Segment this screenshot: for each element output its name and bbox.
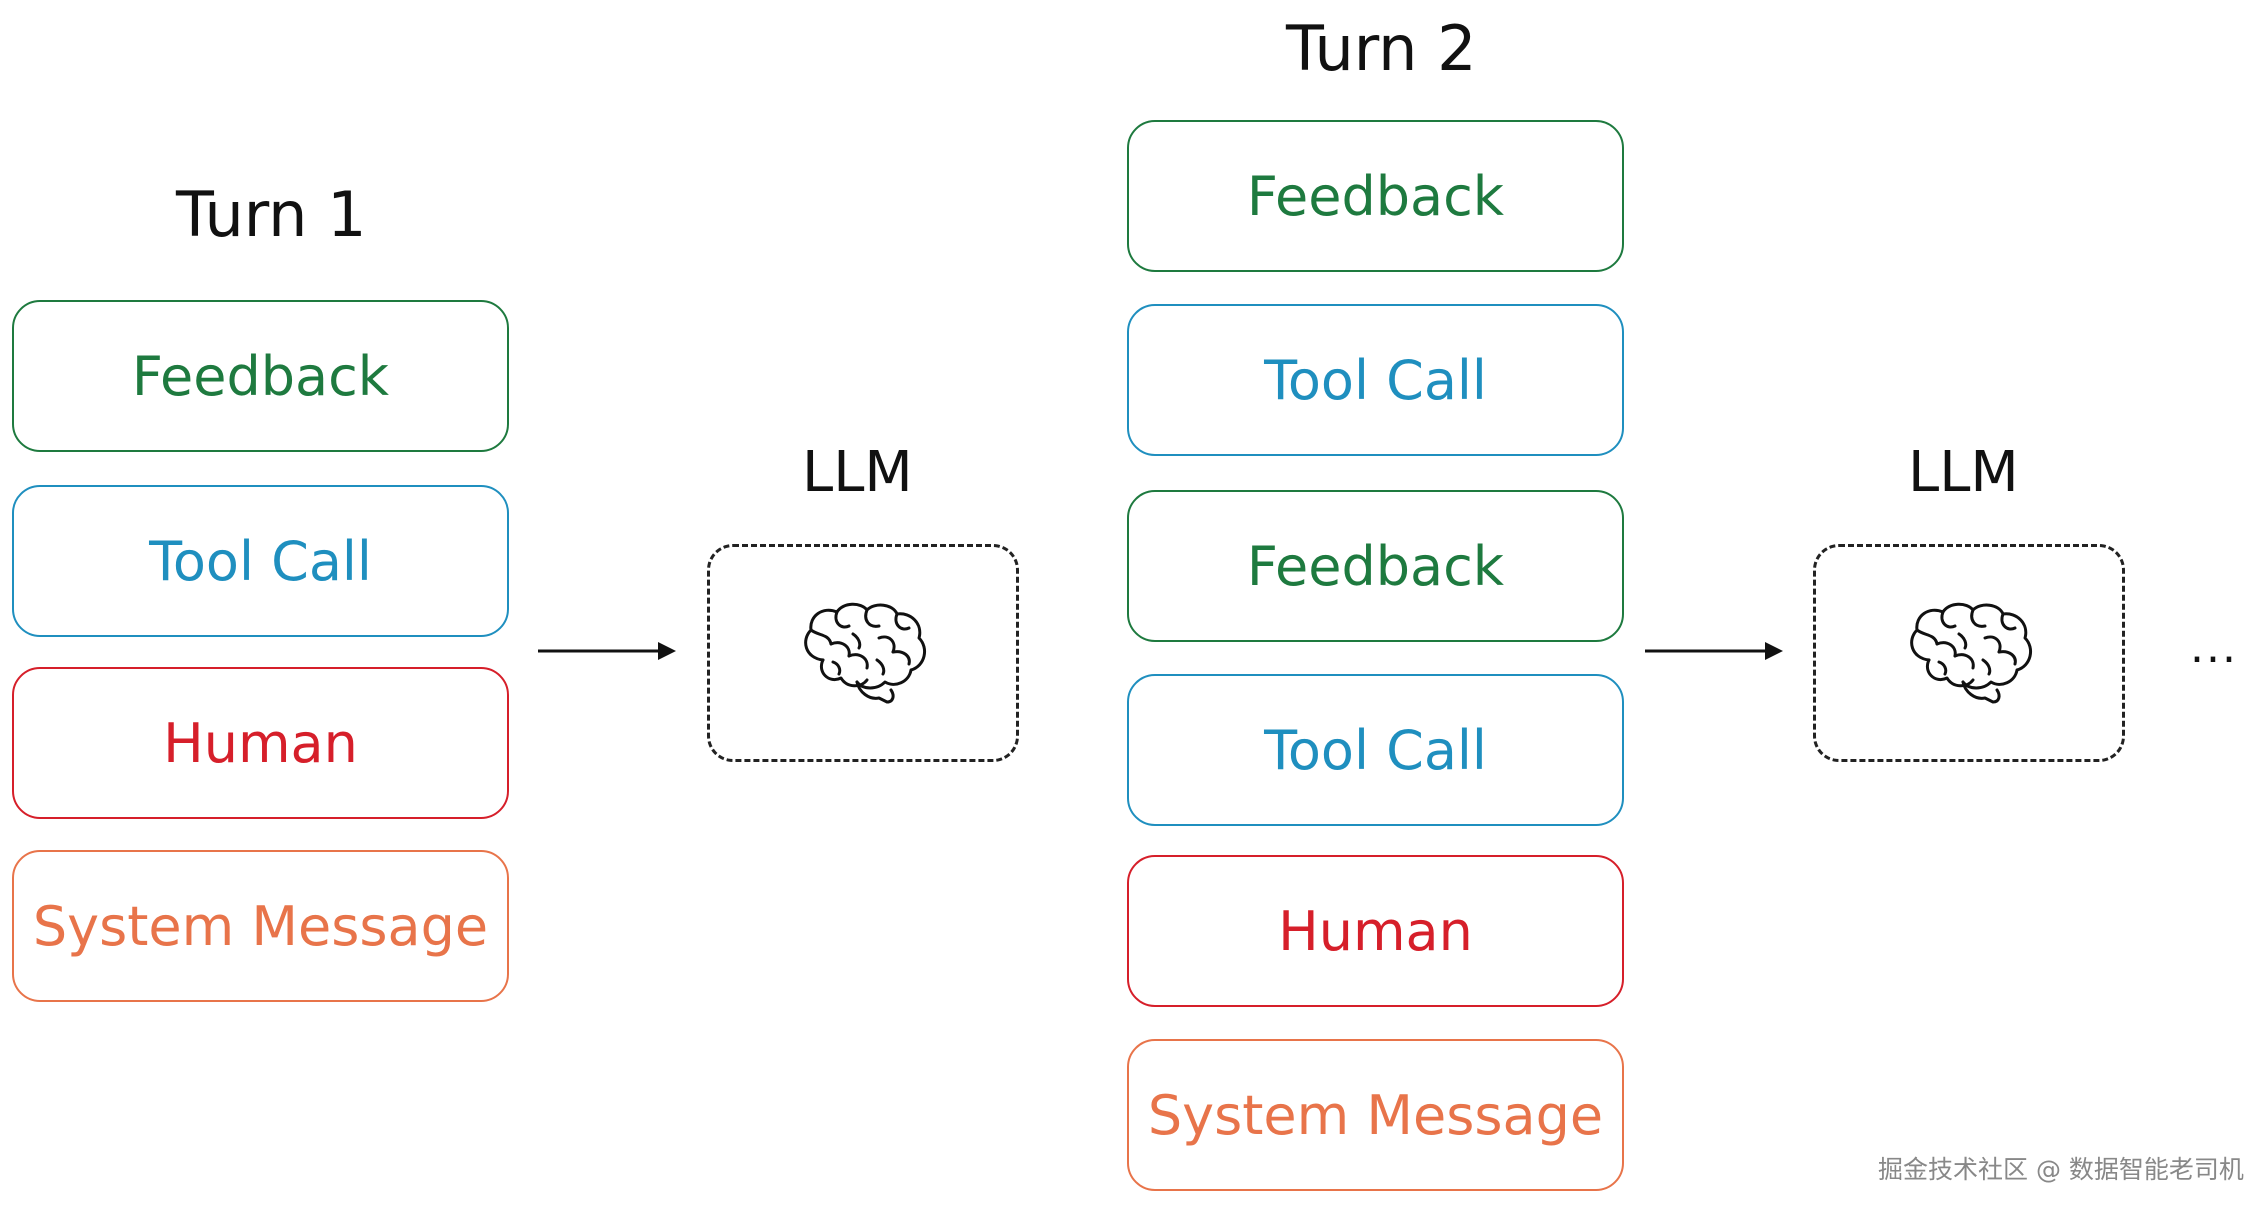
turn2-feedback-box-1: Feedback: [1127, 120, 1624, 272]
turn2-toolcall-label-1: Tool Call: [1264, 348, 1487, 412]
turn1-human-box: Human: [12, 667, 509, 819]
turn2-system-box: System Message: [1127, 1039, 1624, 1191]
llm2-box: [1813, 544, 2125, 762]
turn2-feedback-box-2: Feedback: [1127, 490, 1624, 642]
turn1-title: Turn 1: [176, 178, 367, 251]
turn2-title: Turn 2: [1286, 12, 1477, 85]
watermark: 掘金技术社区 @ 数据智能老司机: [1878, 1155, 2244, 1184]
turn1-toolcall-label: Tool Call: [149, 529, 372, 593]
continuation-ellipsis: ...: [2190, 622, 2238, 673]
arrow-to-llm2: [1645, 642, 1783, 660]
turn1-system-label: System Message: [32, 894, 489, 958]
turn1-feedback-box: Feedback: [12, 300, 509, 452]
brain-icon: [804, 602, 927, 704]
turn2-human-box: Human: [1127, 855, 1624, 1007]
turn2-toolcall-box-2: Tool Call: [1127, 674, 1624, 826]
turn2-toolcall-label-2: Tool Call: [1264, 718, 1487, 782]
turn1-toolcall-box: Tool Call: [12, 485, 509, 637]
turn2-system-label: System Message: [1147, 1083, 1604, 1147]
arrow-to-llm1: [538, 642, 676, 660]
turn2-feedback-label-1: Feedback: [1246, 164, 1505, 228]
turn2-feedback-label-2: Feedback: [1246, 534, 1505, 598]
turn1-feedback-label: Feedback: [131, 344, 390, 408]
turn1-system-box: System Message: [12, 850, 509, 1002]
llm2-label: LLM: [1908, 440, 2019, 505]
turn1-human-label: Human: [163, 711, 358, 775]
llm1-box: [707, 544, 1019, 762]
brain-icon: [1910, 602, 2033, 704]
llm1-label: LLM: [802, 440, 913, 505]
turn2-human-label: Human: [1278, 899, 1473, 963]
turn2-toolcall-box-1: Tool Call: [1127, 304, 1624, 456]
